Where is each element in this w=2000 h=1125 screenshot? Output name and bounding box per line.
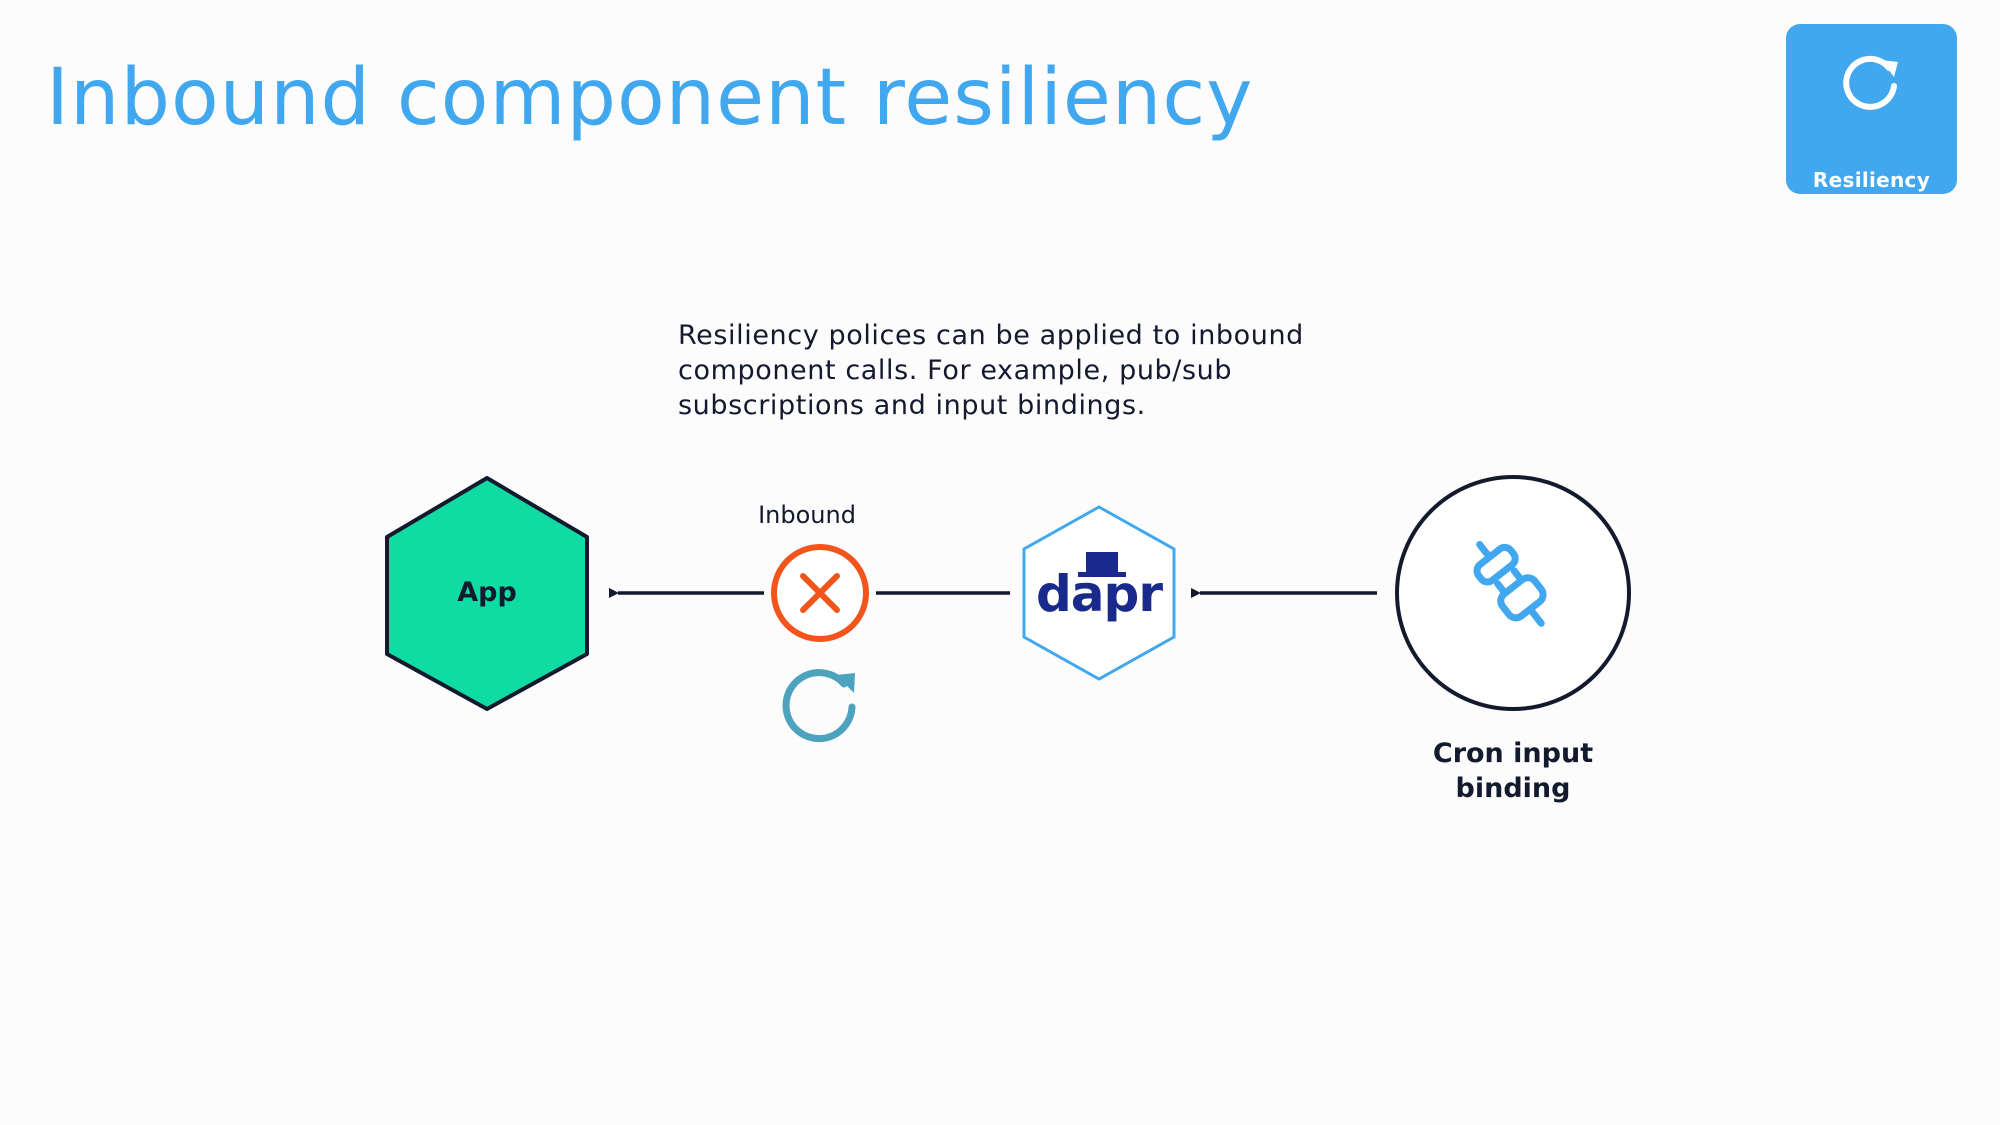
binding-circle [1395, 475, 1631, 711]
dapr-hexagon [1022, 505, 1176, 681]
badge-label: Resiliency [1812, 168, 1931, 192]
retry-arrow-icon [1843, 55, 1898, 110]
app-hexagon [385, 476, 589, 711]
dapr-logo-text: dapr [1036, 565, 1163, 623]
binding-label-line1: Cron input [1433, 738, 1593, 769]
dapr-hat-icon [1078, 552, 1126, 577]
dapr-node: dapr [1022, 505, 1176, 681]
binding-label-line2: binding [1456, 773, 1571, 804]
cron-binding-node: Cron input binding [1395, 475, 1631, 804]
retry-arrow-icon [782, 669, 856, 743]
resiliency-badge: Resiliency [1786, 24, 1957, 194]
app-label: App [457, 577, 517, 608]
slide-description: Resiliency polices can be applied to inb… [678, 320, 1304, 421]
plug-icon [1473, 541, 1547, 627]
inbound-label: Inbound [758, 501, 856, 529]
failure-x-icon [771, 544, 869, 642]
slide-title: Inbound component resiliency [46, 53, 1254, 143]
app-node: App [385, 476, 589, 711]
